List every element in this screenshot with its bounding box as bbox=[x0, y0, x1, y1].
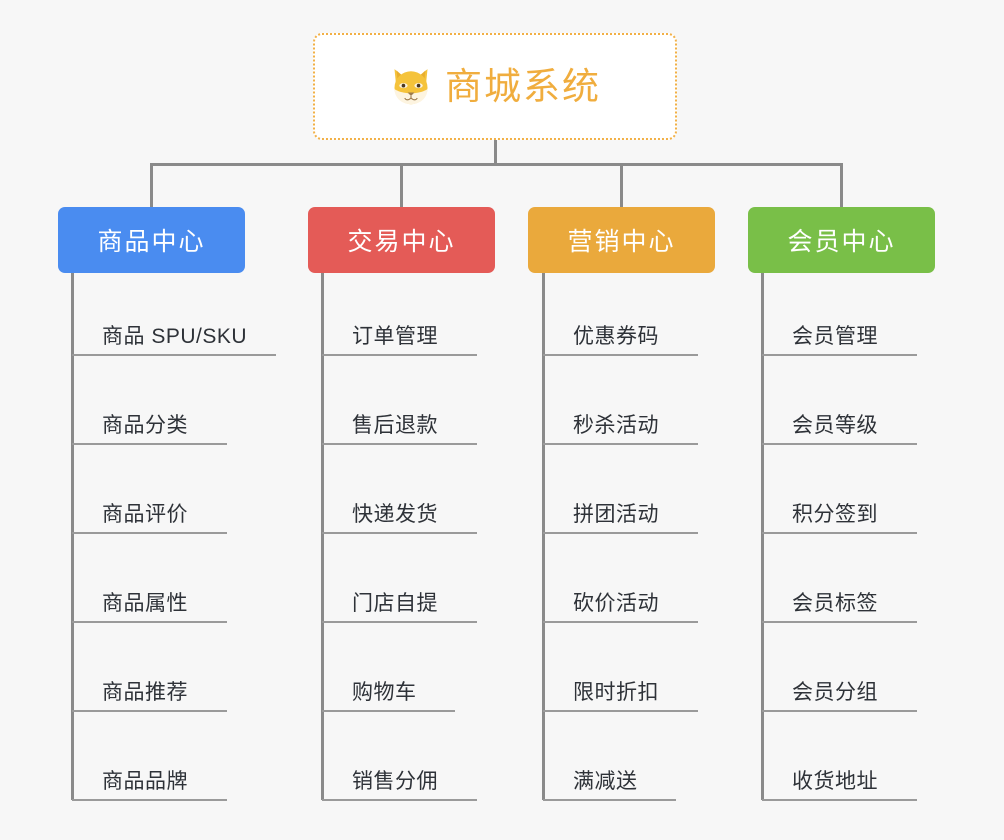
leaf-item[interactable]: 收货地址 bbox=[762, 770, 917, 801]
leaf-item-label: 门店自提 bbox=[352, 592, 438, 615]
leaf-underline bbox=[322, 799, 477, 801]
leaf-underline bbox=[762, 710, 917, 712]
category-node-3[interactable]: 营销中心 bbox=[528, 207, 715, 273]
leaf-item-label: 会员分组 bbox=[792, 681, 878, 704]
leaf-item-label: 商品分类 bbox=[102, 414, 188, 437]
leaf-item[interactable]: 会员标签 bbox=[762, 592, 917, 623]
leaf-underline bbox=[762, 799, 917, 801]
leaf-underline bbox=[762, 443, 917, 445]
leaf-underline bbox=[322, 443, 477, 445]
leaf-item-label: 会员管理 bbox=[792, 325, 878, 348]
category-label: 会员中心 bbox=[787, 228, 896, 256]
leaf-underline bbox=[543, 532, 698, 534]
leaf-underline bbox=[72, 532, 227, 534]
leaf-item[interactable]: 商品推荐 bbox=[72, 681, 227, 712]
leaf-item-label: 砍价活动 bbox=[573, 592, 659, 615]
leaf-item-label: 积分签到 bbox=[792, 503, 878, 526]
branch-drop-line-4 bbox=[840, 163, 843, 207]
leaf-item[interactable]: 商品属性 bbox=[72, 592, 227, 623]
root-node[interactable]: 商城系统 bbox=[313, 33, 677, 140]
leaf-item[interactable]: 会员分组 bbox=[762, 681, 917, 712]
leaf-item-label: 快递发货 bbox=[352, 503, 438, 526]
leaf-item[interactable]: 限时折扣 bbox=[543, 681, 698, 712]
leaf-underline bbox=[322, 621, 477, 623]
leaf-underline bbox=[543, 443, 698, 445]
leaf-item[interactable]: 砍价活动 bbox=[543, 592, 698, 623]
leaf-underline bbox=[543, 799, 676, 801]
leaf-underline bbox=[72, 621, 227, 623]
category-node-4[interactable]: 会员中心 bbox=[748, 207, 935, 273]
category-label: 商品中心 bbox=[97, 228, 206, 256]
leaf-item[interactable]: 订单管理 bbox=[322, 325, 477, 356]
category-spine-line-3 bbox=[542, 273, 545, 800]
leaf-item[interactable]: 购物车 bbox=[322, 681, 455, 712]
leaf-item[interactable]: 优惠券码 bbox=[543, 325, 698, 356]
leaf-item[interactable]: 门店自提 bbox=[322, 592, 477, 623]
leaf-underline bbox=[762, 621, 917, 623]
leaf-item-label: 商品属性 bbox=[102, 592, 188, 615]
leaf-item-label: 优惠券码 bbox=[573, 325, 659, 348]
leaf-item[interactable]: 会员等级 bbox=[762, 414, 917, 445]
category-spine-line-4 bbox=[761, 273, 764, 800]
leaf-item-label: 商品评价 bbox=[102, 503, 188, 526]
leaf-underline bbox=[72, 799, 227, 801]
category-spine-line-2 bbox=[321, 273, 324, 800]
leaf-item[interactable]: 拼团活动 bbox=[543, 503, 698, 534]
leaf-item-label: 商品推荐 bbox=[102, 681, 188, 704]
leaf-item[interactable]: 快递发货 bbox=[322, 503, 477, 534]
leaf-item-label: 商品 SPU/SKU bbox=[102, 325, 248, 348]
leaf-underline bbox=[72, 710, 227, 712]
category-node-1[interactable]: 商品中心 bbox=[58, 207, 245, 273]
category-label: 营销中心 bbox=[567, 228, 676, 256]
branch-drop-line-3 bbox=[620, 163, 623, 207]
leaf-underline bbox=[762, 532, 917, 534]
leaf-underline bbox=[72, 354, 276, 356]
leaf-underline bbox=[543, 710, 698, 712]
leaf-item[interactable]: 秒杀活动 bbox=[543, 414, 698, 445]
leaf-underline bbox=[543, 621, 698, 623]
leaf-item-label: 秒杀活动 bbox=[573, 414, 659, 437]
leaf-item[interactable]: 满减送 bbox=[543, 770, 676, 801]
leaf-item-label: 会员标签 bbox=[792, 592, 878, 615]
leaf-item-label: 购物车 bbox=[352, 681, 417, 704]
leaf-underline bbox=[762, 354, 917, 356]
leaf-item-label: 拼团活动 bbox=[573, 503, 659, 526]
leaf-underline bbox=[322, 354, 477, 356]
leaf-item[interactable]: 售后退款 bbox=[322, 414, 477, 445]
leaf-underline bbox=[72, 443, 227, 445]
leaf-item[interactable]: 积分签到 bbox=[762, 503, 917, 534]
leaf-item-label: 限时折扣 bbox=[573, 681, 659, 704]
leaf-item[interactable]: 商品品牌 bbox=[72, 770, 227, 801]
leaf-item[interactable]: 商品 SPU/SKU bbox=[72, 325, 276, 356]
category-spine-line-1 bbox=[71, 273, 74, 800]
leaf-underline bbox=[543, 354, 698, 356]
leaf-item-label: 订单管理 bbox=[352, 325, 438, 348]
root-stem-line bbox=[494, 140, 497, 166]
leaf-item[interactable]: 销售分佣 bbox=[322, 770, 477, 801]
leaf-item[interactable]: 商品分类 bbox=[72, 414, 227, 445]
branch-drop-line-2 bbox=[400, 163, 403, 207]
root-title: 商城系统 bbox=[445, 66, 601, 107]
leaf-item-label: 收货地址 bbox=[792, 770, 878, 793]
leaf-item[interactable]: 会员管理 bbox=[762, 325, 917, 356]
leaf-underline bbox=[322, 532, 477, 534]
leaf-underline bbox=[322, 710, 455, 712]
leaf-item-label: 售后退款 bbox=[352, 414, 438, 437]
category-node-2[interactable]: 交易中心 bbox=[308, 207, 495, 273]
leaf-item[interactable]: 商品评价 bbox=[72, 503, 227, 534]
category-label: 交易中心 bbox=[347, 228, 456, 256]
leaf-item-label: 商品品牌 bbox=[102, 770, 188, 793]
leaf-item-label: 会员等级 bbox=[792, 414, 878, 437]
trunk-line bbox=[150, 163, 843, 166]
leaf-item-label: 满减送 bbox=[573, 770, 638, 793]
shiba-dog-face-icon bbox=[394, 68, 428, 106]
leaf-item-label: 销售分佣 bbox=[352, 770, 438, 793]
branch-drop-line-1 bbox=[150, 163, 153, 207]
